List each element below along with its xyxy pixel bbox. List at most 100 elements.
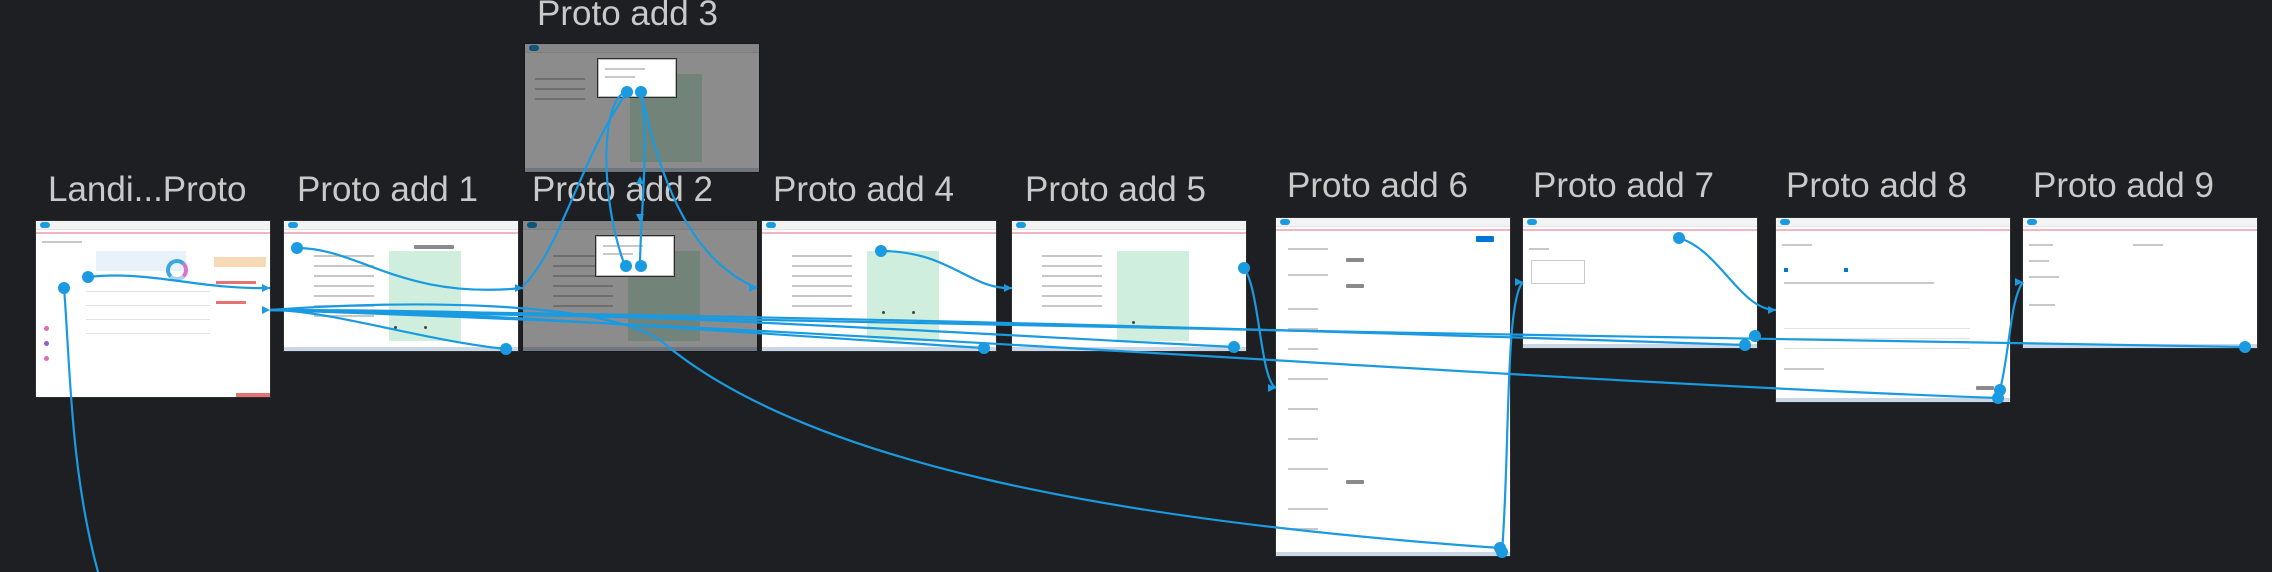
frame-label-proto-add-7[interactable]: Proto add 7: [1533, 166, 1714, 205]
frame-label-proto-add-3[interactable]: Proto add 3: [537, 0, 718, 33]
frame-footer: [1523, 344, 1757, 348]
frame-text-line: [553, 255, 613, 257]
frame-marker: [882, 311, 885, 314]
cloud-logo-icon: [1780, 219, 1790, 225]
connection-p9-to-landing: [269, 308, 2246, 349]
frame-nav-strip: [1012, 232, 1246, 234]
connection-p6-to-landing-curve: [269, 303, 1501, 550]
connection-p6-to-p7: [1500, 281, 1524, 553]
frame-proto-add-6[interactable]: [1276, 218, 1510, 556]
frame-proto-add-9[interactable]: [2023, 218, 2257, 348]
form-text-line: [1288, 308, 1318, 310]
arrow-head-icon: [1268, 384, 1276, 392]
form-text-line: [1288, 348, 1318, 350]
frame-proto-add-2-modal: [596, 236, 674, 276]
cloud-logo-icon: [2027, 219, 2037, 225]
frame-label-proto-add-2[interactable]: Proto add 2: [532, 170, 713, 209]
form-section-title: [1288, 468, 1328, 470]
frame-nav-strip: [284, 232, 518, 234]
connection-dot: [1238, 262, 1250, 274]
connection-dot: [2239, 341, 2251, 353]
form-text-line: [1288, 328, 1318, 330]
frame-row: [1784, 348, 1970, 349]
frame-label-proto-add-5[interactable]: Proto add 5: [1025, 170, 1206, 209]
frame-proto-add-3[interactable]: [525, 44, 759, 172]
connection-dot: [1228, 341, 1240, 353]
arrow-head-icon: [636, 176, 644, 184]
cloud-logo-icon: [766, 222, 776, 228]
frame-text-line: [553, 275, 613, 277]
connection-dot: [58, 282, 70, 294]
frame-row: [86, 305, 210, 306]
connection-p8-to-p9: [1998, 281, 2024, 391]
frame-marker: [394, 326, 397, 329]
connection-p3-to-p2: [639, 91, 758, 290]
frame-topbar: [284, 221, 518, 230]
frame-text-line: [553, 285, 613, 287]
frame-topbar: [762, 221, 996, 230]
cloud-logo-icon: [1527, 219, 1537, 225]
connection-dot: [500, 343, 512, 355]
arrow-head-icon: [515, 284, 523, 292]
frame-topbar: [2023, 218, 2257, 227]
connection-dot: [978, 342, 990, 354]
frame-text-line: [553, 295, 613, 297]
frame-topbar: [525, 44, 759, 53]
arrow-head-icon: [636, 214, 644, 222]
frame-proto-add-7[interactable]: [1523, 218, 1757, 348]
frame-label-proto-add-6[interactable]: Proto add 6: [1287, 166, 1468, 205]
arrow-head-icon: [262, 306, 270, 314]
frame-label-landing[interactable]: Landi...Proto: [48, 170, 247, 209]
checkbox-icon: [1844, 268, 1848, 272]
modal-text-line: [603, 253, 633, 255]
arrow-head-icon: [1004, 284, 1012, 292]
form-text-line: [1288, 438, 1318, 440]
frame-text-line: [2029, 276, 2059, 278]
frame-topbar: [523, 221, 757, 230]
modal-text-line: [603, 245, 643, 247]
frame-proto-add-1[interactable]: [284, 221, 518, 351]
frame-text-line: [314, 315, 374, 317]
frame-label-proto-add-9[interactable]: Proto add 9: [2033, 166, 2214, 205]
frame-row: [86, 291, 210, 292]
frame-label-proto-add-8[interactable]: Proto add 8: [1786, 166, 1967, 205]
frame-footer: [236, 393, 270, 397]
frame-nav-strip: [1276, 229, 1510, 231]
frame-column-highlight: [867, 251, 939, 341]
connection-dot: [620, 260, 632, 272]
connection-p3-loop-b: [638, 91, 646, 267]
frame-text-line: [2029, 304, 2055, 306]
frame-label-proto-add-4[interactable]: Proto add 4: [773, 170, 954, 209]
frame-footer: [523, 347, 757, 351]
connection-p1-to-p2: [296, 246, 524, 291]
frame-proto-add-8[interactable]: [1776, 218, 2010, 402]
frame-text-line: [1042, 255, 1102, 257]
frame-nav-strip: [762, 232, 996, 234]
frame-text-line: [1782, 244, 1812, 246]
connection-dot: [1749, 330, 1761, 342]
frame-topbar: [1012, 221, 1246, 230]
frame-topbar: [36, 221, 270, 230]
cloud-logo-icon: [1016, 222, 1026, 228]
connection-dot: [635, 86, 647, 98]
form-section-title: [1288, 274, 1328, 276]
frame-row: [86, 319, 210, 320]
frame-text-line: [1042, 265, 1102, 267]
form-text-line: [1288, 528, 1318, 530]
frame-topbar: [1523, 218, 1757, 227]
frame-text-line: [314, 285, 374, 287]
frame-text-line: [792, 255, 852, 257]
frame-landing[interactable]: [36, 221, 270, 397]
frame-topbar: [1276, 218, 1510, 227]
frame-marker: [1132, 321, 1135, 324]
frame-text-line: [2029, 260, 2049, 262]
modal-text-line: [605, 68, 645, 70]
connection-p3-loop-a: [522, 91, 628, 287]
frame-label-proto-add-1[interactable]: Proto add 1: [297, 170, 478, 209]
arrow-head-icon: [1768, 306, 1776, 314]
frame-text-line: [1784, 282, 1934, 284]
connection-dot: [1673, 232, 1685, 244]
arrow-head-icon: [749, 284, 757, 292]
